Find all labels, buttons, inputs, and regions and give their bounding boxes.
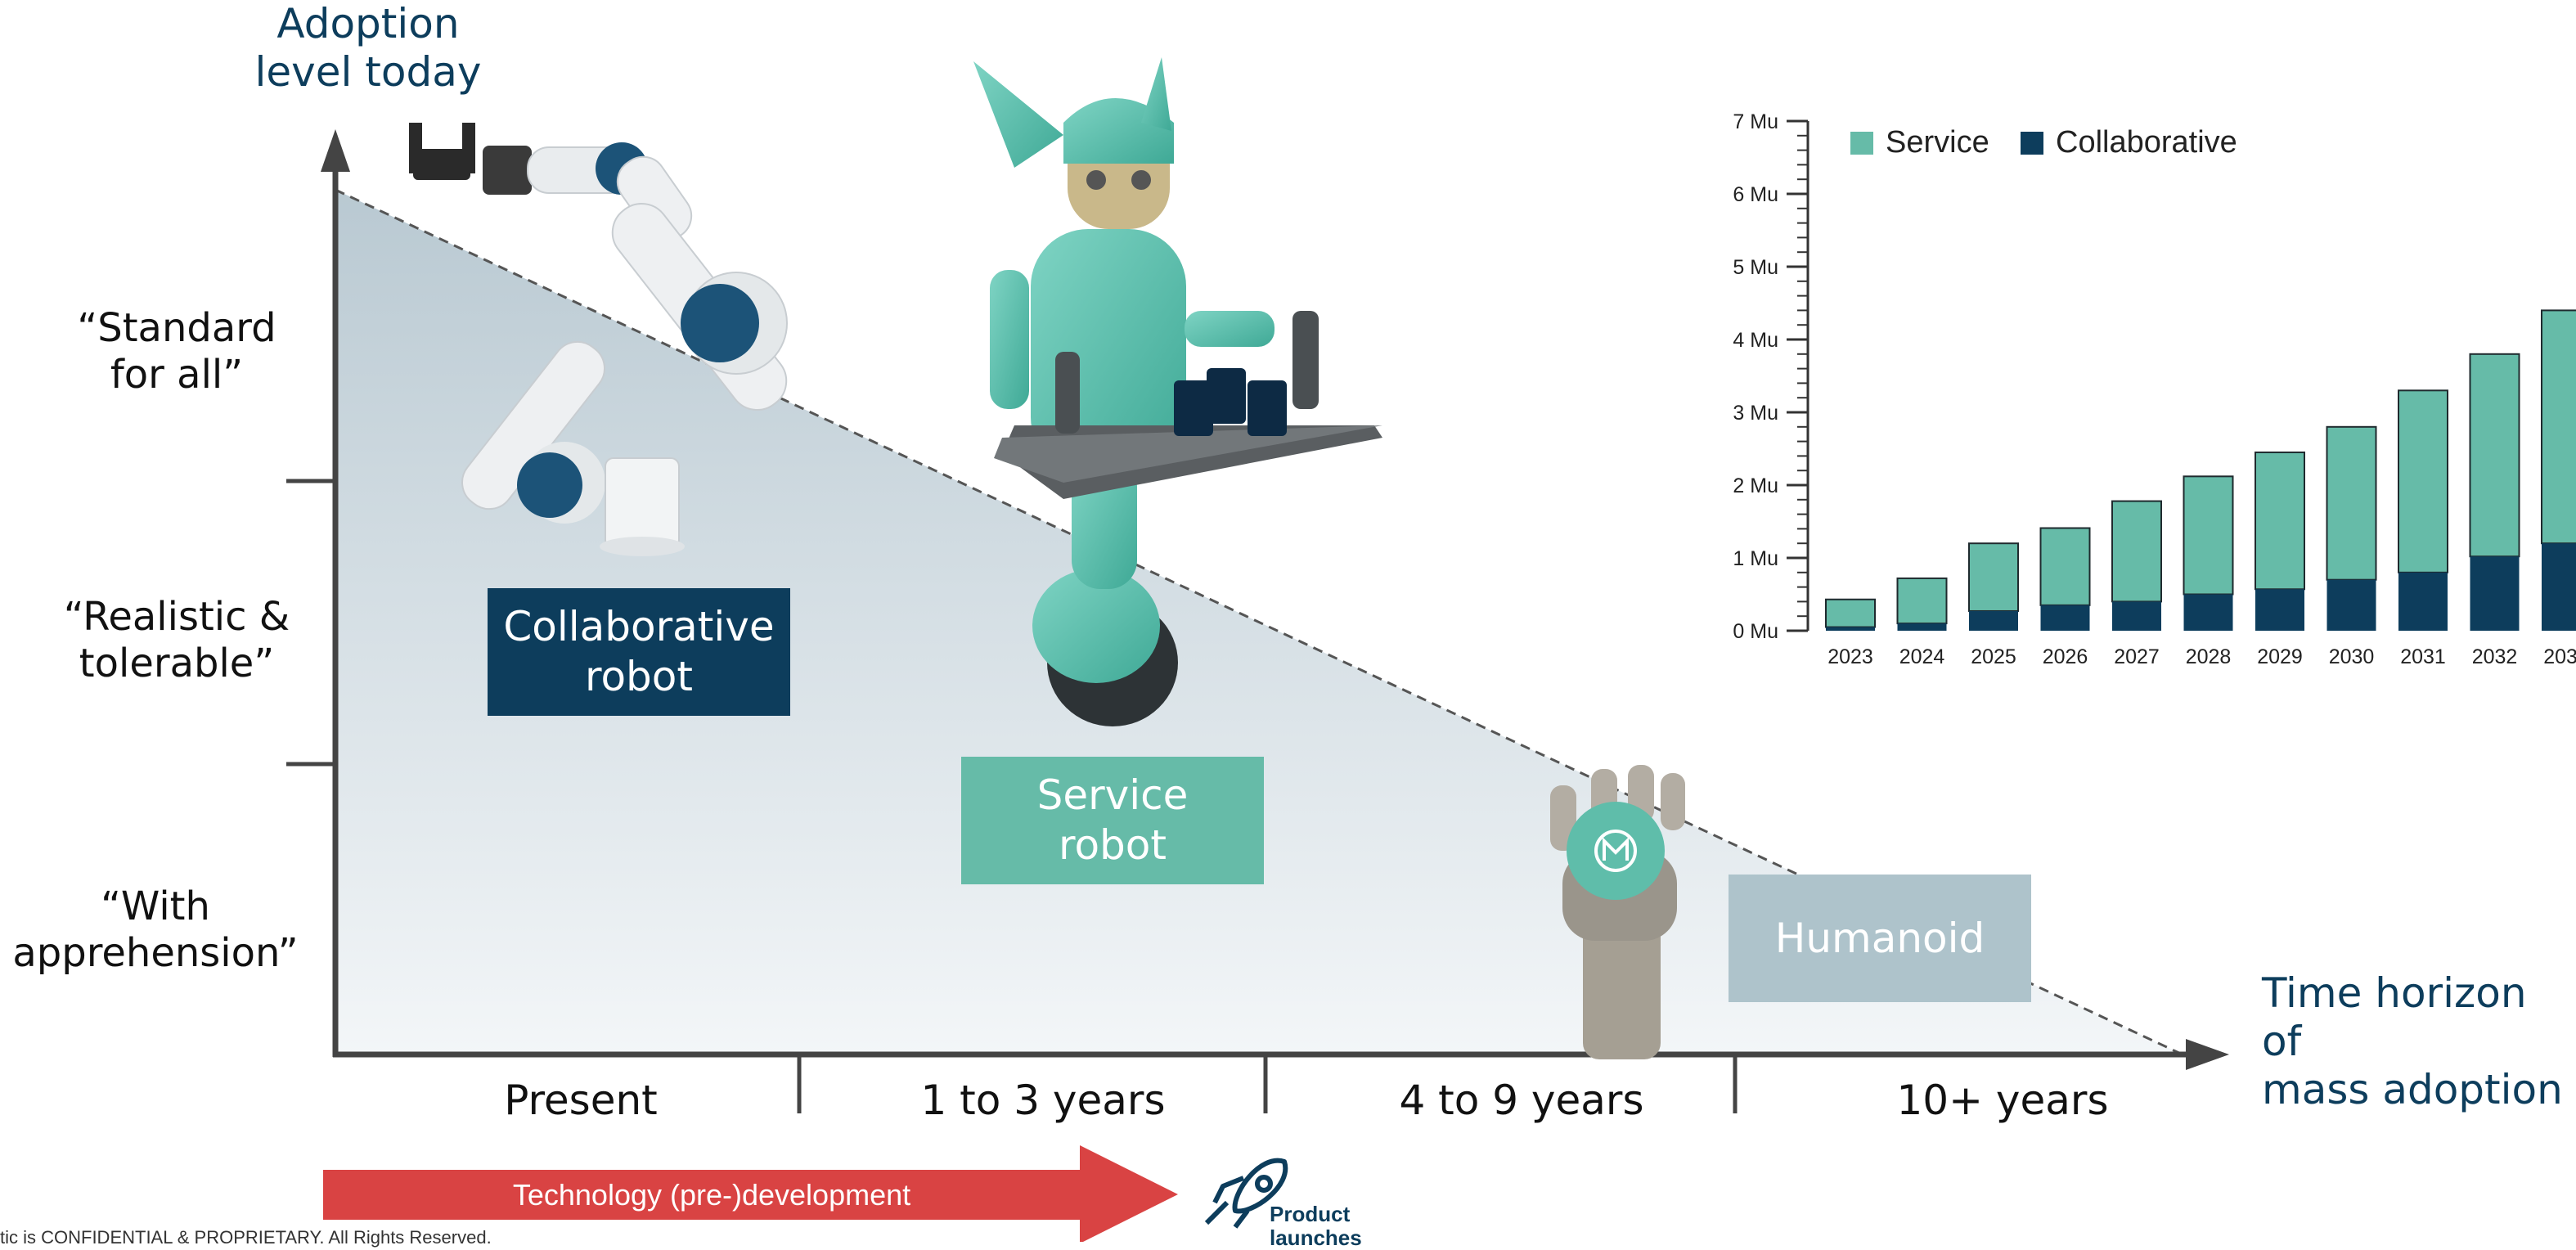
- level-standard: “Standard for all”: [77, 305, 276, 398]
- collaborative-robot-label: Collaborative robot: [503, 603, 775, 700]
- bar-collaborative: [1826, 627, 1875, 631]
- chart-x-tick-label: 2023: [1827, 645, 1873, 668]
- bar-collaborative: [2326, 579, 2376, 631]
- bar-collaborative: [2112, 601, 2161, 631]
- bar-service: [2255, 451, 2305, 591]
- service-robot-label: Service robot: [1036, 771, 1189, 869]
- level-apprehension: “With apprehension”: [12, 884, 299, 976]
- chart-x-tick-label: 2028: [2186, 645, 2232, 668]
- chart-x-tick-label: 2024: [1899, 645, 1945, 668]
- chart-x-tick-label: 2031: [2400, 645, 2446, 668]
- chart-x-tick-label: 2029: [2257, 645, 2303, 668]
- chart-x-tick-label: 2033: [2543, 645, 2576, 668]
- rocket-icon: [1204, 1158, 1288, 1229]
- adoption-trend-line: [335, 188, 2183, 1056]
- development-arrow: [323, 1145, 1178, 1242]
- bar-collaborative: [2255, 589, 2304, 631]
- bar-collaborative: [1969, 610, 2018, 631]
- chart-y-tick-label: 3 Mu: [1733, 402, 1778, 425]
- chart-y-tick-label: 1 Mu: [1733, 547, 1778, 570]
- bar-collaborative: [2183, 594, 2233, 631]
- y-axis-title: Adoption level today: [254, 0, 482, 96]
- legend-swatch-service: [1850, 132, 1873, 155]
- chart-x-tick-label: 2025: [1971, 645, 2016, 668]
- chart-y-tick-label: 4 Mu: [1733, 329, 1778, 352]
- humanoid-box: Humanoid: [1729, 875, 2031, 1002]
- chart-x-tick-label: 2027: [2114, 645, 2160, 668]
- service-robot-box: Service robot: [961, 757, 1264, 884]
- bar-collaborative: [2040, 605, 2090, 631]
- legend-swatch-collaborative: [2021, 132, 2043, 155]
- service-robot-icon: [973, 57, 1382, 726]
- legend-label-service: Service: [1886, 125, 1989, 160]
- humanoid-label: Humanoid: [1774, 914, 1985, 962]
- bar-collaborative: [2542, 543, 2576, 631]
- chart-y-tick-label: 6 Mu: [1733, 183, 1778, 206]
- chart-x-tick-label: 2030: [2329, 645, 2375, 668]
- development-label: Technology (pre-)development: [512, 1178, 911, 1212]
- humanoid-hand-icon: [1550, 765, 1685, 1059]
- bar-service: [2326, 425, 2377, 581]
- period-4-9-years: 4 to 9 years: [1399, 1077, 1644, 1124]
- bar-collaborative: [2470, 556, 2520, 631]
- chart-y-tick-label: 7 Mu: [1733, 110, 1778, 133]
- collaborative-robot-box: Collaborative robot: [488, 588, 790, 716]
- bar-service: [2039, 527, 2091, 606]
- bar-collaborative: [2398, 572, 2448, 631]
- bar-service: [2398, 389, 2448, 573]
- period-1-3-years: 1 to 3 years: [920, 1077, 1166, 1124]
- x-axis-arrowhead: [2186, 1039, 2229, 1070]
- period-present: Present: [504, 1077, 658, 1124]
- level-realistic: “Realistic & tolerable”: [63, 594, 290, 686]
- bar-service: [1968, 542, 2019, 612]
- bar-service: [2469, 353, 2520, 558]
- chart-x-tick-label: 2032: [2472, 645, 2518, 668]
- chart-y-tick-label: 0 Mu: [1733, 620, 1778, 643]
- y-axis-arrowhead: [321, 129, 350, 172]
- bar-service: [2111, 500, 2162, 603]
- legend-label-collaborative: Collaborative: [2056, 125, 2237, 160]
- bar-service: [2183, 475, 2234, 596]
- x-axis-title: Time horizon of mass adoption: [2262, 969, 2563, 1113]
- bar-collaborative: [1897, 623, 1947, 631]
- chart-x-tick-label: 2026: [2043, 645, 2088, 668]
- bar-service: [2541, 309, 2576, 545]
- period-10-plus-years: 10+ years: [1896, 1077, 2109, 1124]
- robot-arm-icon: [409, 123, 788, 556]
- bar-service: [1825, 598, 1876, 628]
- chart-y-tick-label: 5 Mu: [1733, 256, 1778, 279]
- bar-service: [1896, 577, 1948, 625]
- chart-y-tick-label: 2 Mu: [1733, 474, 1778, 497]
